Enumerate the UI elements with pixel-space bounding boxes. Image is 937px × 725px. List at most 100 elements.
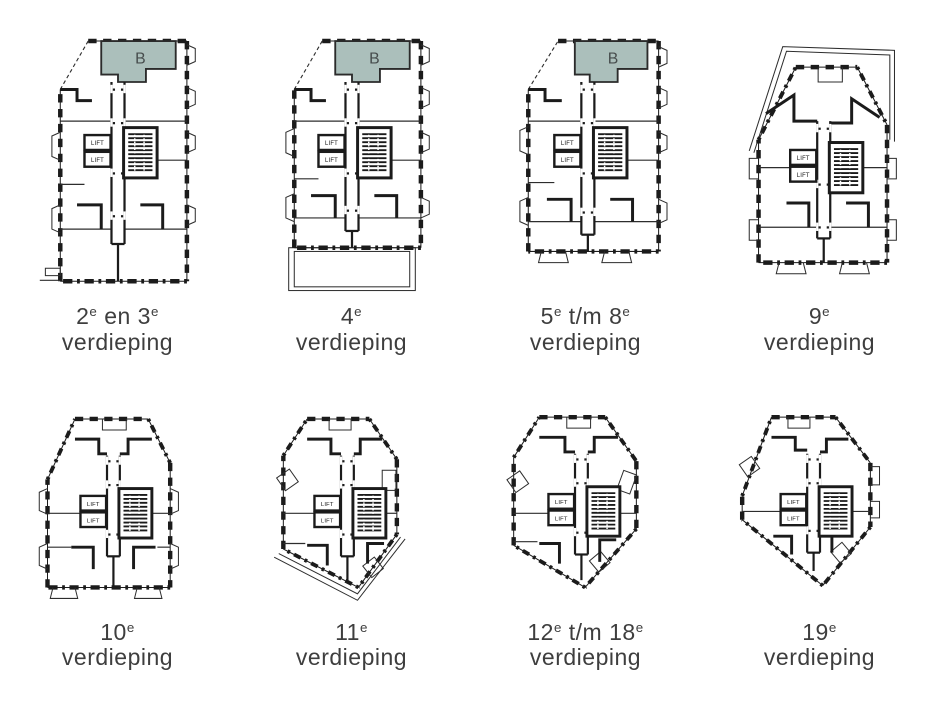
lift-label: LIFT — [796, 156, 809, 162]
ordinal-suffix: e — [828, 619, 837, 635]
floorplan-floor-11: LIFT LIFT — [273, 416, 406, 601]
balconies — [748, 67, 897, 275]
caption-floor-2-3: 2e en 3e verdieping — [61, 303, 174, 356]
floor-number: 19 — [802, 618, 829, 645]
lift-2 — [778, 508, 807, 526]
balconies — [39, 44, 196, 281]
floor-number-label: 9e — [764, 303, 875, 330]
lift-1 — [546, 492, 575, 510]
lift-stair-core: LIFT LIFT — [312, 486, 387, 539]
unit-b: B — [573, 40, 648, 83]
lift-2 — [552, 150, 582, 168]
ordinal-suffix: e — [622, 304, 631, 320]
unit-b-label: B — [135, 50, 146, 67]
ordinal-suffix: e — [126, 619, 135, 635]
ordinal-suffix: e — [553, 304, 562, 320]
lift-label: LIFT — [91, 158, 104, 164]
lift-2 — [546, 508, 575, 526]
floor-number-label: 4e — [296, 303, 407, 330]
floor-number: 2 — [76, 303, 90, 329]
floor-number: 12 — [527, 618, 554, 645]
outer-walls — [739, 414, 873, 587]
lift-stair-core: LIFT LIFT — [78, 486, 153, 539]
lift-label: LIFT — [320, 518, 333, 524]
interior-walls — [282, 437, 397, 582]
interior-walls — [758, 92, 887, 263]
ordinal-suffix: e — [150, 304, 159, 320]
caption-floor-12-18: 12e t/m 18e verdieping — [527, 618, 644, 672]
lift-label: LIFT — [796, 173, 809, 179]
caption-floor-11: 11e verdieping — [295, 619, 408, 672]
balconies — [505, 416, 637, 573]
caption-floor-5-8: 5e t/m 8e verdieping — [529, 303, 642, 356]
lift-label: LIFT — [86, 501, 99, 507]
lift-label: LIFT — [325, 158, 338, 164]
floor-word-label: verdieping — [763, 644, 876, 671]
unit-b-label: B — [369, 50, 380, 67]
lift-2 — [82, 150, 112, 168]
lift-label: LIFT — [86, 518, 99, 524]
lift-2 — [316, 150, 346, 168]
lift-1 — [312, 494, 341, 512]
interior-walls — [47, 437, 170, 587]
unit-b: B — [99, 40, 177, 83]
lift-label: LIFT — [554, 516, 567, 522]
ordinal-suffix: e — [359, 619, 368, 635]
floor-number-label: 11e — [296, 619, 407, 646]
lift-label: LIFT — [554, 499, 567, 505]
interior-walls — [59, 87, 187, 282]
lift-label: LIFT — [560, 141, 573, 147]
caption-floor-9: 9e verdieping — [764, 303, 875, 356]
floor-number: t/m 8 — [561, 303, 623, 329]
lift-1 — [778, 492, 807, 510]
balconies — [738, 416, 880, 564]
outer-walls — [44, 416, 172, 590]
lift-label: LIFT — [787, 499, 800, 505]
lift-2 — [78, 510, 107, 528]
interior-walls — [527, 87, 659, 252]
floorplan-floor-19: LIFT LIFT — [738, 414, 880, 587]
plan-cell-floor-19: LIFT LIFT 19e verdieping — [703, 408, 937, 672]
ordinal-suffix: e — [89, 304, 98, 320]
ordinal-suffix: e — [635, 619, 644, 635]
floor-number: 9 — [808, 303, 823, 329]
floor-word-label: verdieping — [529, 328, 642, 355]
floorplan-floor-9: LIFT LIFT — [748, 46, 897, 275]
ordinal-suffix: e — [822, 304, 831, 320]
floor-word-label: verdieping — [61, 644, 174, 671]
floor-word-label: verdieping — [61, 328, 174, 355]
floor-number: 4 — [340, 303, 355, 329]
outer-walls — [755, 64, 889, 265]
floor-number-label: 2e en 3e — [62, 303, 173, 330]
plan-cell-floor-10: LIFT LIFT 10e verdieping — [1, 408, 235, 672]
interior-walls — [293, 87, 421, 248]
lift-label: LIFT — [787, 516, 800, 522]
floorplan-floor-12-18: LIFT LIFT — [505, 414, 639, 589]
floor-number: 10 — [100, 618, 127, 645]
lift-1 — [552, 133, 582, 152]
unit-b-label: B — [607, 50, 618, 67]
balconies — [38, 418, 179, 599]
lift-2 — [788, 165, 817, 183]
roof-outline — [273, 536, 406, 601]
lift-stair-core: LIFT LIFT — [778, 484, 854, 538]
interior-walls — [513, 435, 636, 580]
caption-floor-19: 19e verdieping — [763, 618, 876, 672]
floor-number: en 3 — [97, 303, 151, 329]
floor-word-label: verdieping — [295, 328, 408, 355]
lift-label: LIFT — [320, 501, 333, 507]
floor-number-label: 12e t/m 18e — [527, 618, 644, 646]
lift-1 — [82, 133, 112, 152]
lift-stair-core: LIFT LIFT — [546, 484, 621, 538]
floor-word-label: verdieping — [295, 644, 408, 671]
floor-number: 5 — [540, 303, 554, 329]
